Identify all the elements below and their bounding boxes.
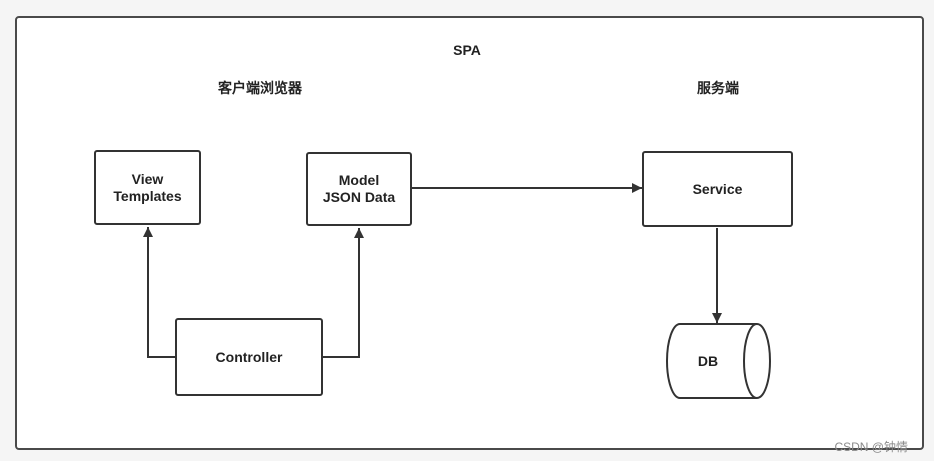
view-templates-node: View Templates	[94, 150, 201, 225]
server-label: 服务端	[697, 80, 739, 96]
model-json-label: Model JSON Data	[322, 172, 396, 205]
db-cylinder-body	[666, 323, 771, 399]
spa-frame	[15, 16, 924, 450]
edge-controller-to-model	[323, 228, 364, 358]
client-browser-label: 客户端浏览器	[218, 80, 302, 96]
service-label: Service	[692, 180, 743, 197]
watermark: CSDN @钟情	[834, 440, 908, 454]
db-node: DB	[666, 323, 771, 399]
controller-node: Controller	[175, 318, 323, 396]
diagram-title: SPA	[453, 42, 481, 58]
db-label: DB	[698, 353, 718, 369]
controller-label: Controller	[215, 348, 283, 365]
db-cylinder-cap	[743, 323, 758, 399]
model-json-node: Model JSON Data	[306, 152, 412, 226]
service-node: Service	[642, 151, 793, 227]
edge-controller-to-view	[143, 227, 175, 358]
view-templates-label: View Templates	[113, 170, 182, 204]
